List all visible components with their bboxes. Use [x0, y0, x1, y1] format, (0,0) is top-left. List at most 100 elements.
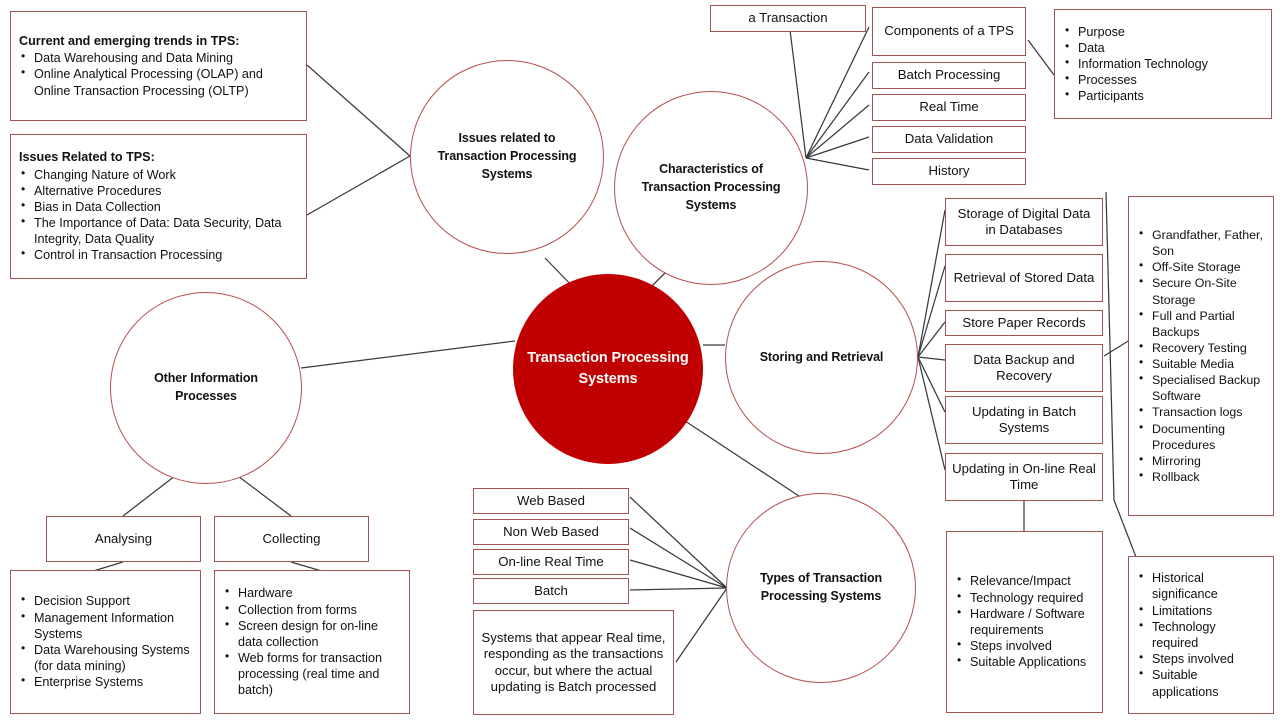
- panel-collecting-detail: Hardware Collection from forms Screen de…: [214, 570, 410, 714]
- box-collecting-label: Collecting: [262, 530, 321, 546]
- box-updating-in-online-real-time[interactable]: Updating in On-line Real Time: [945, 453, 1103, 501]
- panel-backup-strategies-list: Grandfather, Father, Son Off-Site Storag…: [1135, 226, 1265, 485]
- box-updating-in-batch-systems[interactable]: Updating in Batch Systems: [945, 396, 1103, 444]
- box-store-paper-records-label: Store Paper Records: [962, 314, 1086, 330]
- list-item: Technology required: [953, 589, 1094, 606]
- list-item: Enterprise Systems: [17, 673, 192, 690]
- box-data-backup-and-recovery[interactable]: Data Backup and Recovery: [945, 344, 1103, 392]
- list-item: Suitable Media: [1135, 355, 1265, 372]
- node-issues-related-to-tps[interactable]: Issues related to Transaction Processing…: [410, 60, 604, 254]
- box-updating-in-batch-systems-label: Updating in Batch Systems: [971, 403, 1077, 435]
- box-data-validation[interactable]: Data Validation: [872, 126, 1026, 153]
- list-item: Technology required: [1135, 618, 1265, 651]
- node-transaction-processing-systems-label: Transaction Processing Systems: [527, 349, 689, 387]
- box-storage-of-digital-data-label: Storage of Digital Data in Databases: [957, 205, 1091, 237]
- list-item: Suitable Applications: [953, 653, 1094, 670]
- panel-historical-detail: Historical significance Limitations Tech…: [1128, 556, 1274, 714]
- list-item: Purpose: [1061, 23, 1263, 40]
- panel-collecting-detail-list: Hardware Collection from forms Screen de…: [221, 584, 401, 699]
- list-item: Data: [1061, 39, 1263, 56]
- box-storage-of-digital-data[interactable]: Storage of Digital Data in Databases: [945, 198, 1103, 246]
- list-item: Management Information Systems: [17, 609, 192, 642]
- node-other-information-processes-label: Other Information Processes: [154, 371, 258, 403]
- panel-issues-related: Issues Related to TPS: Changing Nature o…: [10, 134, 307, 279]
- box-data-backup-and-recovery-label: Data Backup and Recovery: [973, 351, 1075, 383]
- panel-analysing-detail: Decision Support Management Information …: [10, 570, 201, 714]
- list-item: Data Warehousing and Data Mining: [17, 49, 298, 66]
- list-item: Steps involved: [1135, 650, 1265, 667]
- list-item: Control in Transaction Processing: [17, 246, 298, 263]
- box-batch-label: Batch: [534, 582, 568, 598]
- box-retrieval-of-stored-data[interactable]: Retrieval of Stored Data: [945, 254, 1103, 302]
- node-types-of-tps[interactable]: Types of Transaction Processing Systems: [726, 493, 916, 683]
- list-item: Hardware: [221, 584, 401, 601]
- box-updating-in-online-real-time-label: Updating in On-line Real Time: [952, 460, 1096, 492]
- list-item: Collection from forms: [221, 601, 401, 618]
- list-item: Rollback: [1135, 468, 1265, 485]
- list-item: Historical significance: [1135, 569, 1265, 602]
- box-non-web-based[interactable]: Non Web Based: [473, 519, 629, 545]
- list-item: Online Analytical Processing (OLAP) and …: [17, 65, 298, 98]
- list-item: Secure On-Site Storage: [1135, 274, 1265, 307]
- box-batch-description-label: Systems that appear Real time, respondin…: [481, 630, 666, 694]
- node-characteristics-of-tps-label: Characteristics of Transaction Processin…: [641, 162, 781, 212]
- list-item: Hardware / Software requirements: [953, 605, 1094, 638]
- box-collecting[interactable]: Collecting: [214, 516, 369, 562]
- panel-backup-strategies: Grandfather, Father, Son Off-Site Storag…: [1128, 196, 1274, 516]
- list-item: The Importance of Data: Data Security, D…: [17, 214, 298, 247]
- box-non-web-based-label: Non Web Based: [503, 523, 599, 539]
- box-data-validation-label: Data Validation: [904, 131, 994, 147]
- box-online-real-time[interactable]: On-line Real Time: [473, 549, 629, 575]
- panel-tps-components-list: Purpose Data Information Technology Proc…: [1061, 23, 1263, 105]
- box-store-paper-records[interactable]: Store Paper Records: [945, 310, 1103, 336]
- panel-issues-related-header: Issues Related to TPS:: [19, 150, 155, 165]
- node-other-information-processes[interactable]: Other Information Processes: [110, 292, 302, 484]
- list-item: Recovery Testing: [1135, 339, 1265, 356]
- box-web-based-label: Web Based: [517, 492, 585, 508]
- node-characteristics-of-tps[interactable]: Characteristics of Transaction Processin…: [614, 91, 808, 285]
- panel-issues-related-list: Changing Nature of Work Alternative Proc…: [17, 166, 298, 264]
- box-batch-description[interactable]: Systems that appear Real time, respondin…: [473, 610, 674, 715]
- box-batch-processing[interactable]: Batch Processing: [872, 62, 1026, 89]
- box-history-label: History: [928, 163, 970, 179]
- panel-analysing-detail-list: Decision Support Management Information …: [17, 592, 192, 690]
- list-item: Relevance/Impact: [953, 572, 1094, 589]
- box-history[interactable]: History: [872, 158, 1026, 185]
- box-real-time-label: Real Time: [919, 99, 979, 115]
- node-transaction-processing-systems[interactable]: Transaction Processing Systems: [513, 274, 703, 464]
- box-analysing-label: Analysing: [94, 530, 153, 546]
- list-item: Documenting Procedures: [1135, 419, 1265, 453]
- list-item: Bias in Data Collection: [17, 198, 298, 215]
- box-a-transaction-label: a Transaction: [748, 10, 828, 26]
- panel-tps-components: Purpose Data Information Technology Proc…: [1054, 9, 1272, 119]
- list-item: Full and Partial Backups: [1135, 307, 1265, 340]
- box-web-based[interactable]: Web Based: [473, 488, 629, 514]
- list-item: Web forms for transaction processing (re…: [221, 649, 401, 699]
- panel-historical-detail-list: Historical significance Limitations Tech…: [1135, 569, 1265, 699]
- panel-current-trends-list: Data Warehousing and Data Mining Online …: [17, 49, 298, 99]
- list-item: Alternative Procedures: [17, 182, 298, 199]
- list-item: Off-Site Storage: [1135, 258, 1265, 275]
- box-components-of-a-tps[interactable]: Components of a TPS: [872, 7, 1026, 56]
- node-issues-related-to-tps-label: Issues related to Transaction Processing…: [437, 131, 577, 181]
- box-real-time[interactable]: Real Time: [872, 94, 1026, 121]
- node-types-of-tps-label: Types of Transaction Processing Systems: [759, 571, 883, 603]
- box-online-real-time-label: On-line Real Time: [498, 553, 604, 569]
- node-storing-and-retrieval[interactable]: Storing and Retrieval: [725, 261, 918, 454]
- box-batch[interactable]: Batch: [473, 578, 629, 604]
- box-retrieval-of-stored-data-label: Retrieval of Stored Data: [953, 269, 1095, 285]
- list-item: Information Technology: [1061, 55, 1263, 72]
- list-item: Mirroring: [1135, 452, 1265, 469]
- panel-types-detail-list: Relevance/Impact Technology required Har…: [953, 572, 1094, 670]
- list-item: Limitations: [1135, 602, 1265, 619]
- box-a-transaction[interactable]: a Transaction: [710, 5, 866, 32]
- box-analysing[interactable]: Analysing: [46, 516, 201, 562]
- list-item: Specialised Backup Software: [1135, 371, 1265, 404]
- panel-current-trends: Current and emerging trends in TPS: Data…: [10, 11, 307, 121]
- panel-types-detail: Relevance/Impact Technology required Har…: [946, 531, 1103, 713]
- list-item: Transaction logs: [1135, 403, 1265, 420]
- node-storing-and-retrieval-label: Storing and Retrieval: [759, 349, 884, 364]
- list-item: Steps involved: [953, 637, 1094, 654]
- list-item: Data Warehousing Systems (for data minin…: [17, 641, 192, 674]
